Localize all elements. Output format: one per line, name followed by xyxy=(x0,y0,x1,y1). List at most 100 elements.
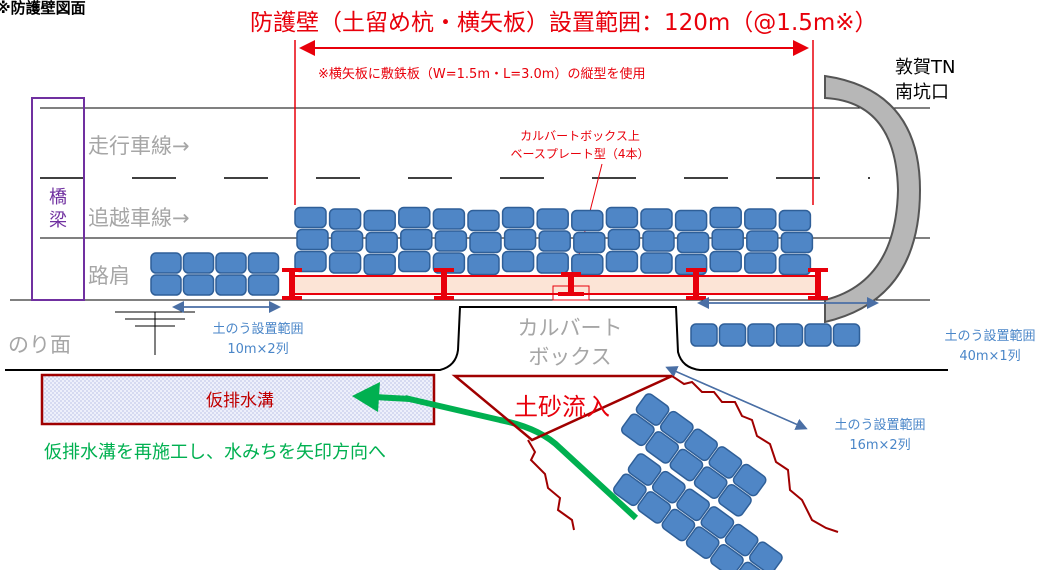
sandbag xyxy=(804,323,832,347)
sandbag xyxy=(718,323,747,347)
sandbag xyxy=(651,470,686,504)
sandbag xyxy=(732,463,767,497)
sandbag xyxy=(684,428,718,462)
sandbag xyxy=(711,228,744,251)
tunnel-label-line2: 南坑口 xyxy=(895,82,949,103)
culvert-box-outline xyxy=(5,306,948,371)
sandbag xyxy=(775,323,804,347)
sandbag xyxy=(744,252,777,274)
crack-line-left xyxy=(527,439,575,531)
bridge-label-1: 橋 xyxy=(49,187,67,208)
sandbag xyxy=(363,209,396,232)
protection-wall-title: 防護壁（土留め杭・横矢板）設置範囲：120m（@1.5m※） xyxy=(250,10,878,36)
sandbag xyxy=(709,250,742,273)
sandbag xyxy=(613,473,647,507)
sandbag-group-left xyxy=(150,252,280,296)
sandbag xyxy=(749,541,783,574)
sandbag xyxy=(621,413,655,447)
tunnel-portal-shape xyxy=(824,74,922,324)
sandbag xyxy=(365,231,398,254)
soil-inflow-triangle xyxy=(451,374,673,442)
sandbag-slope-line2: 16m×2列 xyxy=(849,438,910,453)
culvert-label-line2: ボックス xyxy=(528,345,611,369)
sandbag xyxy=(432,208,466,230)
lagging-board xyxy=(289,275,819,295)
sandbag xyxy=(182,274,215,296)
drain-instruction: 仮排水溝を再施工し、水みちを矢印方向へ xyxy=(44,442,386,463)
sandbag xyxy=(747,323,775,347)
culvert-note-line2: ベースプレート型（4本） xyxy=(510,147,649,161)
sandbag xyxy=(469,231,502,254)
water-route-arrowhead xyxy=(352,382,380,412)
sandbag xyxy=(294,250,327,273)
sandbag xyxy=(296,228,329,251)
base-plate-box xyxy=(552,285,590,301)
sandbag xyxy=(215,274,247,296)
sandbag xyxy=(571,209,604,232)
sandbag xyxy=(573,231,606,254)
sandbag xyxy=(635,393,670,426)
sandbag xyxy=(744,208,777,230)
sandbag xyxy=(685,526,720,559)
sandbag xyxy=(640,252,673,274)
sandbag xyxy=(398,206,431,229)
sandbag xyxy=(746,230,779,252)
sandbag xyxy=(501,250,535,273)
sandbag xyxy=(434,230,468,252)
steel-plate-note: ※横矢板に敷鉄板（W=1.5m・L=3.0m）の縦型を使用 xyxy=(318,66,645,82)
sandbag-slope-line1: 土のう設置範囲 xyxy=(834,417,925,433)
sandbag-right-line1: 土のう設置範囲 xyxy=(944,328,1035,344)
sandbag xyxy=(294,206,327,229)
sandbag xyxy=(150,274,182,296)
sandbag xyxy=(778,253,812,276)
sandbag xyxy=(690,323,718,347)
water-level-symbol xyxy=(115,311,195,355)
sandbag xyxy=(676,488,710,522)
sandbag xyxy=(659,410,694,444)
culvert-label-line1: カルバート xyxy=(518,316,623,340)
sandbag xyxy=(780,231,814,254)
sandbag-group-slope xyxy=(613,393,783,574)
sandbag xyxy=(778,209,812,232)
corner-label: ※防護壁図面 xyxy=(0,0,86,17)
sandbag xyxy=(605,250,639,273)
lane-running-label: 走行車線→ xyxy=(88,134,190,158)
lane-passing-label: 追越車線→ xyxy=(88,206,190,230)
tunnel-label-line1: 敦賀TN xyxy=(895,57,955,78)
sandbag xyxy=(627,453,662,486)
sandbag xyxy=(247,252,280,274)
sandbag xyxy=(718,483,752,517)
bridge-label-2: 梁 xyxy=(49,210,67,231)
bridge-box xyxy=(31,97,85,301)
sandbag xyxy=(363,253,396,276)
culvert-note-line1: カルバートボックス上 xyxy=(520,129,640,143)
sandbag xyxy=(708,446,743,479)
sandbag xyxy=(398,250,431,273)
sandbag xyxy=(536,252,569,274)
sandbag xyxy=(640,208,673,230)
sandbag-right-line2: 40m×1列 xyxy=(959,349,1020,364)
sandbag xyxy=(400,228,433,251)
sandbag xyxy=(637,491,671,524)
sandbag xyxy=(182,252,215,274)
sandbag-group-main xyxy=(294,206,814,276)
sandbag xyxy=(501,206,535,229)
sandbag xyxy=(661,508,696,542)
sandbag-group-right xyxy=(690,323,861,347)
shoulder-label: 路肩 xyxy=(88,264,130,288)
sandbag xyxy=(215,252,247,274)
sandbag xyxy=(669,448,704,482)
drain-label: 仮排水溝 xyxy=(206,391,274,411)
crack-line-right xyxy=(671,375,839,533)
sandbag xyxy=(571,253,604,276)
sandbag xyxy=(503,228,537,251)
sandbag xyxy=(328,208,362,230)
protection-wall xyxy=(282,268,828,301)
sandbag xyxy=(642,230,675,252)
water-route-arrow xyxy=(404,395,639,521)
sandbag xyxy=(709,206,742,229)
sandbag xyxy=(150,252,182,274)
sandbag xyxy=(605,206,639,229)
